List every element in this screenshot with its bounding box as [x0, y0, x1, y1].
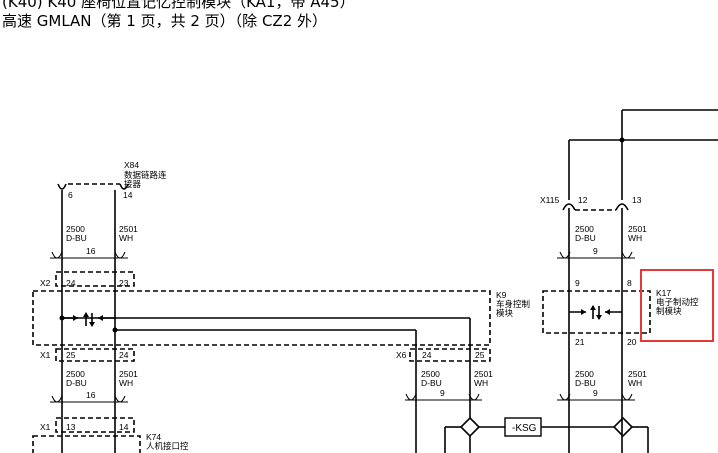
ksg-label: -KSG: [512, 423, 537, 434]
k74-module-box: [32, 435, 141, 453]
wire-k17-circuit-left: 2500: [575, 369, 594, 379]
x2-pin-right: 23: [119, 278, 129, 288]
wire-x6-color-left: D-BU: [421, 378, 442, 388]
wire-x84-circuit-right: 2501: [119, 224, 138, 234]
k9-name-1: 车身控制: [496, 299, 530, 309]
x84-pin-right: 14: [123, 190, 133, 200]
x115-pin-left: 12: [578, 195, 588, 205]
k74-id: K74: [146, 432, 161, 442]
k74-name-1: 人机接口控: [146, 441, 189, 451]
wire-x84-color-left: D-BU: [66, 233, 87, 243]
x1b-pin-left: 13: [66, 422, 76, 432]
wire-x6-circuit-left: 2500: [421, 369, 440, 379]
diagram-title-line2: 高速 GMLAN（第 1 页，共 2 页）（除 CZ2 外）: [2, 12, 328, 30]
k9-module-box: [32, 290, 491, 346]
wire-x1-color-right: WH: [119, 378, 133, 388]
k17-transceiver-icon: [569, 305, 622, 320]
x1-connector-b: [55, 417, 135, 433]
wire-x6-circuit-right: 2501: [474, 369, 493, 379]
wire-x115-circuit-right: 2501: [628, 224, 647, 234]
wire-x6-color-right: WH: [474, 378, 488, 388]
k17-id: K17: [656, 288, 671, 298]
k17-highlight-box: [640, 269, 714, 342]
x84-connector: X84 数据链路连 接器 6 14: [57, 160, 167, 200]
x2-connector: [55, 271, 135, 287]
x6-pin-right: 25: [475, 350, 485, 360]
wire-k17-color-left: D-BU: [575, 378, 596, 388]
x1a-pin-left: 25: [66, 350, 76, 360]
x84-id: X84: [124, 160, 139, 170]
x1a-pin-right: 24: [119, 350, 129, 360]
wire-x115-circuit-left: 2500: [575, 224, 594, 234]
splice-right: [612, 416, 634, 438]
k17-pin-bot-left: 21: [575, 337, 585, 347]
k9-name-2: 模块: [496, 308, 514, 318]
twist-label-9c: 9: [593, 388, 598, 398]
x6-id: X6: [396, 350, 407, 360]
wire-x1-circuit-right: 2501: [119, 369, 138, 379]
k17-name-1: 电子制动控: [656, 297, 699, 307]
x115-id: X115: [540, 195, 559, 205]
twist-label-16a: 16: [86, 246, 96, 256]
x2-id: X2: [40, 278, 51, 288]
x1b-pin-right: 14: [119, 422, 129, 432]
diagram-title-line1: (K40) K40 座椅位置记忆控制模块（KA1，带 A45）: [2, 0, 355, 11]
wire-x115-color-right: WH: [628, 233, 642, 243]
twist-label-9b: 9: [440, 388, 445, 398]
x115-connector: X115 12 13: [540, 195, 642, 211]
twist-label-16b: 16: [86, 390, 96, 400]
k17-module-box: [542, 290, 651, 334]
k9-transceiver-icon: [62, 312, 115, 327]
x1-connector-a: [55, 348, 135, 362]
x2-pin-left: 24: [66, 278, 76, 288]
splice-left: [459, 416, 481, 438]
x115-pin-right: 13: [632, 195, 642, 205]
k17-pin-top-right: 8: [627, 278, 632, 288]
k9-id: K9: [496, 290, 507, 300]
wire-x1-color-left: D-BU: [66, 378, 87, 388]
k17-pin-bot-right: 20: [627, 337, 637, 347]
wire-k17-circuit-right: 2501: [628, 369, 647, 379]
x84-pin-left: 6: [68, 190, 73, 200]
wire-x84-color-right: WH: [119, 233, 133, 243]
x6-connector: [409, 348, 491, 362]
k17-pin-top-left: 9: [575, 278, 580, 288]
wire-k17-color-right: WH: [628, 378, 642, 388]
wire-x115-color-left: D-BU: [575, 233, 596, 243]
wire-x1-circuit-left: 2500: [66, 369, 85, 379]
x6-pin-left: 24: [422, 350, 432, 360]
x84-name-1: 数据链路连: [124, 170, 167, 180]
x1b-id: X1: [40, 422, 51, 432]
twist-label-9a: 9: [593, 246, 598, 256]
wire-x84-circuit-left: 2500: [66, 224, 85, 234]
k17-name-2: 制模块: [656, 306, 682, 316]
x1a-id: X1: [40, 350, 51, 360]
x84-name-2: 接器: [124, 179, 142, 189]
